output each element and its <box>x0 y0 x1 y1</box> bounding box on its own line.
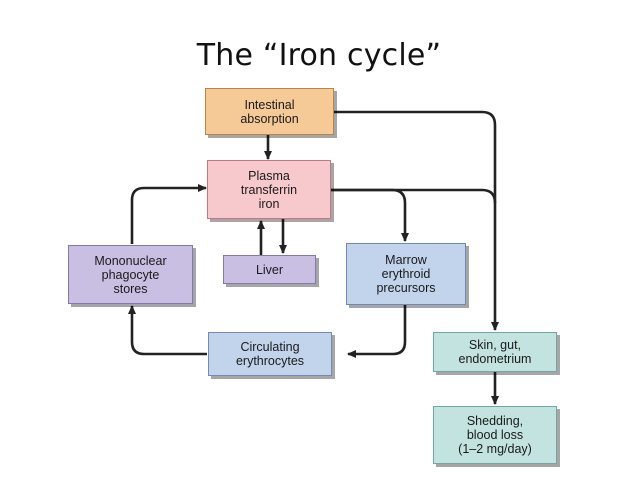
node-liver: Liver <box>223 255 316 284</box>
arrow-marrow-to-circulating <box>347 305 407 358</box>
arrow-circulating-to-mononuclear <box>128 305 207 356</box>
slide-title: The “Iron cycle” <box>196 38 442 73</box>
arrow-plasma-to-marrow <box>331 188 409 242</box>
node-skin-gut-endometrium: Skin, gut, endometrium <box>433 332 557 372</box>
node-intestinal-absorption: Intestinal absorption <box>205 88 334 135</box>
node-mononuclear-phagocyte-stores: Mononuclear phagocyte stores <box>68 245 193 304</box>
node-circulating-erythrocytes: Circulating erythrocytes <box>208 332 332 376</box>
arrow-mononuclear-to-plasma <box>130 184 207 244</box>
node-plasma-transferrin-iron: Plasma transferrin iron <box>207 160 331 219</box>
node-shedding-blood-loss: Shedding, blood loss (1–2 mg/day) <box>433 406 557 464</box>
node-marrow-erythroid-precursors: Marrow erythroid precursors <box>346 243 466 305</box>
arrow-intestinal-to-skin <box>334 110 499 331</box>
arrow-plasma-to-skin <box>331 188 497 204</box>
